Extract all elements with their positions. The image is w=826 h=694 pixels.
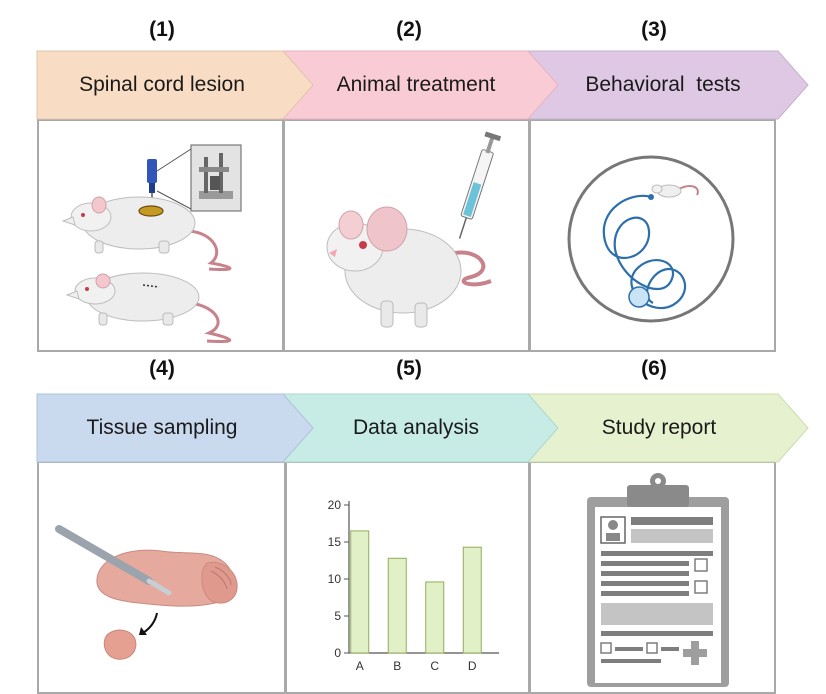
step-1-panel (37, 119, 284, 352)
bar-C (425, 581, 445, 654)
y-tick-label-4: 20 (328, 498, 342, 512)
step-4-panel (37, 461, 286, 694)
y-tick-label-1: 5 (334, 609, 341, 623)
scalpel-icon (55, 525, 172, 596)
bar-chart: 0 5 10 15 20A B C D (328, 498, 499, 673)
step-2-label: Animal treatment (336, 73, 496, 96)
x-tick-label-A: A (356, 659, 364, 673)
y-tick-label-2: 10 (328, 572, 342, 586)
stereotaxic-device-icon (190, 144, 242, 212)
rat-icon (61, 196, 232, 271)
bar-B (387, 557, 407, 654)
step-6-panel (529, 461, 776, 694)
tissue-sample-icon (103, 629, 137, 660)
y-tick-label-3: 15 (328, 535, 342, 549)
step-6-banner: Study report (526, 393, 809, 463)
syringe-icon (458, 131, 502, 239)
spinal-lesion-icon (138, 205, 164, 217)
y-tick-label-0: 0 (334, 646, 341, 660)
step-2-panel (283, 119, 530, 352)
step-4-banner: Tissue sampling (36, 393, 314, 463)
step-5-label: Data analysis (352, 416, 480, 439)
step-6-label: Study report (601, 416, 717, 439)
x-tick-label-B: B (393, 659, 401, 673)
rat-icon-small (651, 184, 699, 198)
step-1-label: Spinal cord lesion (79, 73, 245, 96)
movement-path-icon (602, 194, 687, 310)
step-5-banner: Data analysis (281, 393, 559, 463)
step-6-number: (6) (641, 357, 667, 380)
step-4-label: Tissue sampling (86, 416, 238, 439)
step-3-label: Behavioral tests (585, 73, 741, 96)
step-2-number: (2) (396, 18, 422, 41)
step-1-banner: Spinal cord lesion (36, 50, 314, 120)
step-3-banner: Behavioral tests (526, 50, 809, 120)
x-tick-label-C: C (430, 659, 439, 673)
step-2-banner: Animal treatment (281, 50, 559, 120)
brain-icon (96, 549, 238, 607)
open-field-arena-icon (567, 155, 735, 323)
rat-icon-2 (65, 272, 232, 343)
mouse-icon (326, 206, 492, 328)
bar-A (350, 530, 370, 654)
clipboard-report-icon (587, 473, 729, 687)
step-1-number: (1) (149, 18, 175, 41)
bar-D (462, 546, 482, 654)
step-4-number: (4) (149, 357, 175, 380)
x-tick-label-D: D (468, 659, 477, 673)
step-3-number: (3) (641, 18, 667, 41)
step-3-panel (529, 119, 776, 352)
medical-cross-icon (683, 641, 707, 665)
step-5-number: (5) (396, 357, 422, 380)
